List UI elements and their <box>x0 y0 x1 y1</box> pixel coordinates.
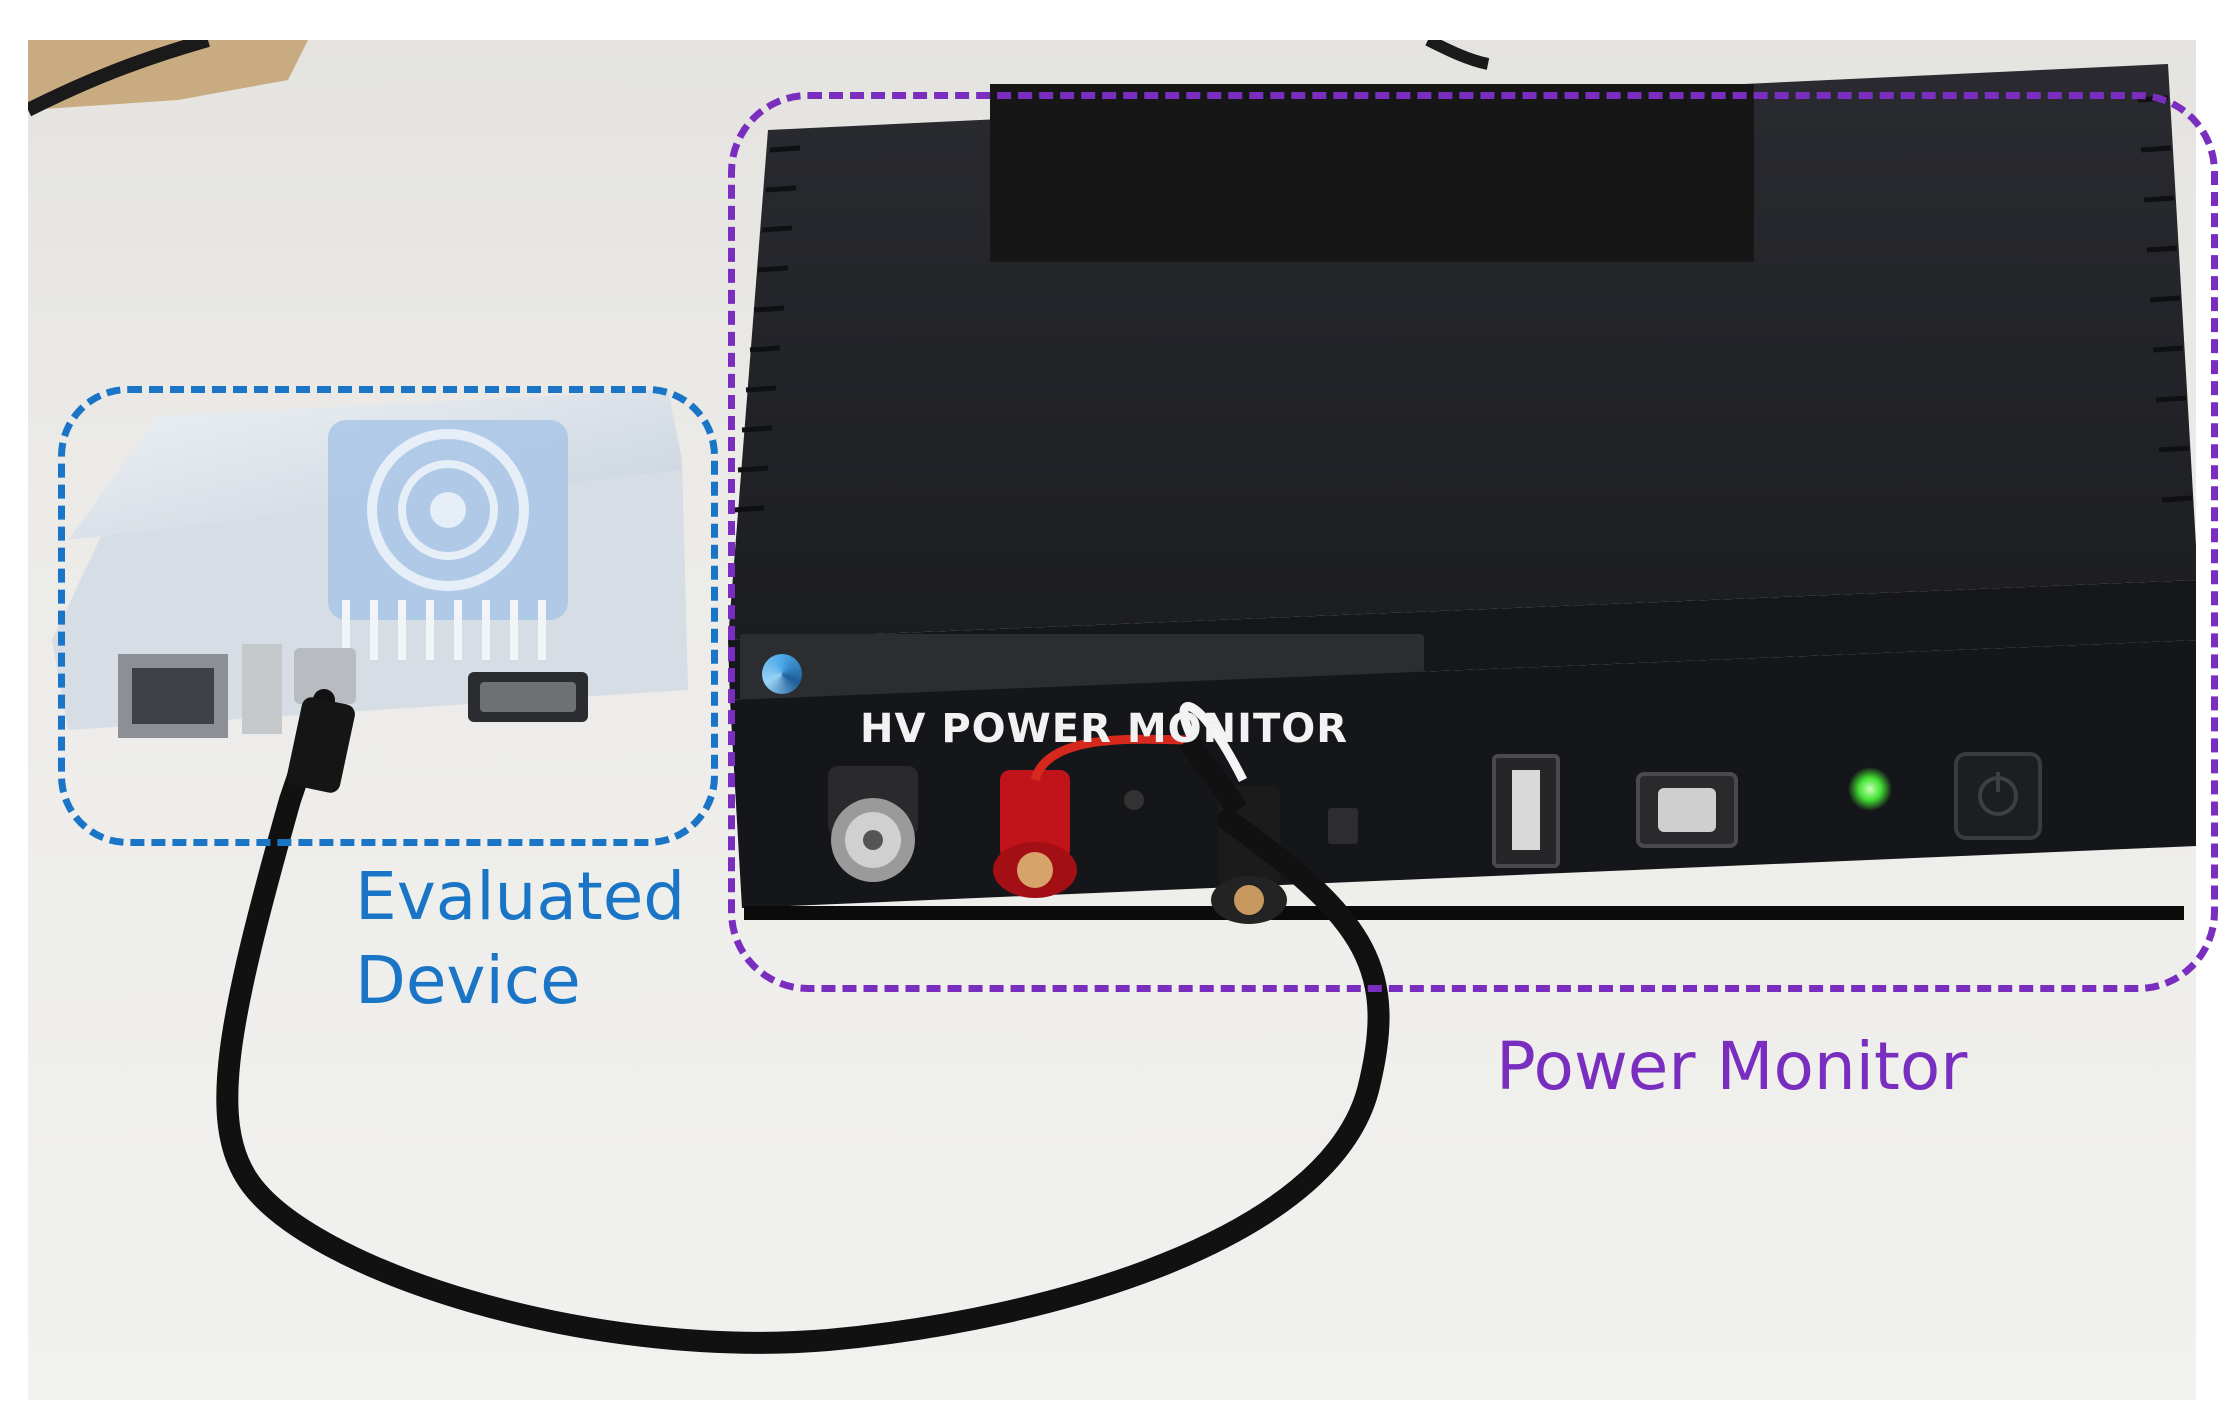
white-wire <box>1179 702 1248 783</box>
evaluated-device-label: Evaluated Device <box>355 855 685 1023</box>
power-monitor-label: Power Monitor <box>1496 1028 1968 1105</box>
redacted-block <box>990 84 1754 262</box>
slide-switch <box>1328 808 1358 844</box>
device-label-line2: Device <box>355 942 581 1019</box>
cardboard-box <box>28 40 308 110</box>
evaluated-device <box>52 390 688 738</box>
power-led-icon <box>1848 767 1892 811</box>
usb-b-port <box>1636 772 1738 848</box>
power-cable <box>216 689 1390 1354</box>
photo: HV POWER MONITOR Evaluated Device Power … <box>28 40 2218 1400</box>
usb-a-port <box>1492 754 1560 868</box>
device-label-line1: Evaluated <box>355 858 686 935</box>
monitor-foot <box>744 906 2184 920</box>
setup-photo <box>28 40 2196 1400</box>
brand-text: HV POWER MONITOR <box>860 706 1349 752</box>
monitor-front-panel <box>730 640 2196 908</box>
power-button-icon <box>1954 752 2042 840</box>
micro-usb-plug <box>294 648 356 704</box>
red-terminal <box>993 770 1077 898</box>
monitor-vents <box>733 95 2193 513</box>
background-cable-2 <box>1425 40 1490 70</box>
red-wire <box>1030 734 1194 782</box>
cable-boot <box>287 697 355 793</box>
usb-port-device <box>242 644 282 734</box>
bnc-connector <box>828 766 918 882</box>
background-cable <box>28 40 210 117</box>
swirl-logo-icon <box>762 654 802 694</box>
small-knob <box>1124 790 1144 810</box>
wire-sleeve <box>1179 733 1247 817</box>
